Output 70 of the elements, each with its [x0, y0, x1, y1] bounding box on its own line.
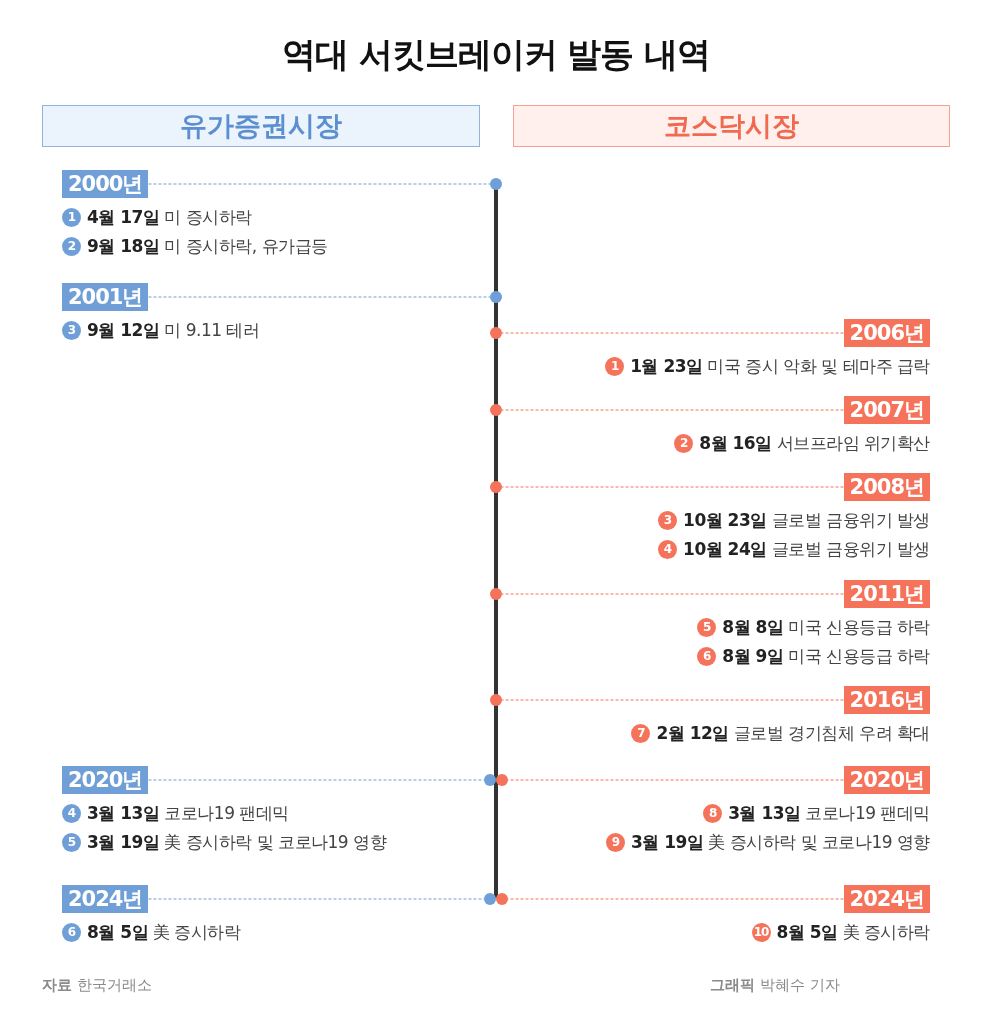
number-badge: 6: [62, 923, 81, 942]
number-badge: 3: [658, 511, 678, 530]
leader-line: [147, 183, 491, 185]
timeline-dot: [484, 774, 496, 786]
timeline-dot: [490, 178, 502, 190]
event-text: 8월 8일 미국 신용등급 하락: [722, 616, 930, 639]
year-tag: 2006년: [843, 319, 930, 347]
timeline-dot: [496, 774, 508, 786]
year-tag: 2024년: [843, 885, 930, 913]
number-badge: 6: [697, 647, 717, 666]
leader-line: [501, 332, 845, 334]
leader-line: [501, 699, 845, 701]
number-badge: 4: [658, 540, 678, 559]
timeline-dot: [490, 291, 502, 303]
leader-line: [147, 779, 485, 781]
number-badge: 3: [62, 321, 81, 340]
leader-line: [147, 296, 491, 298]
source-note: 자료 한국거래소: [42, 976, 152, 995]
number-badge: 1: [62, 208, 81, 227]
number-badge: 2: [62, 237, 81, 256]
leader-line: [501, 409, 845, 411]
year-tag: 2020년: [62, 766, 149, 794]
event-text: 3월 13일 코로나19 팬데믹: [87, 802, 289, 825]
year-tag: 2000년: [62, 170, 149, 198]
leader-line: [501, 486, 845, 488]
credit-note: 그래픽 박혜수 기자: [710, 976, 840, 995]
leader-line: [507, 898, 845, 900]
leader-line: [147, 898, 485, 900]
section-header: 유가증권시장: [42, 105, 480, 147]
timeline-dot: [496, 893, 508, 905]
event-text: 1월 23일 미국 증시 악화 및 테마주 급락: [630, 355, 930, 378]
year-tag: 2020년: [843, 766, 930, 794]
number-badge: 5: [697, 618, 717, 637]
section-header: 코스닥시장: [513, 105, 950, 147]
event-text: 8월 16일 서브프라임 위기확산: [699, 432, 930, 455]
timeline-dot: [490, 694, 502, 706]
leader-line: [507, 779, 845, 781]
year-tag: 2008년: [843, 473, 930, 501]
event-text: 10월 23일 글로벌 금융위기 발생: [683, 509, 930, 532]
timeline-dot: [490, 481, 502, 493]
event-text: 8월 5일 美 증시하락: [776, 921, 930, 944]
event-text: 9월 12일 미 9.11 테러: [87, 319, 260, 342]
title: 역대 서킷브레이커 발동 내역: [280, 33, 712, 76]
timeline-dot: [490, 327, 502, 339]
number-badge: 7: [631, 724, 651, 743]
leader-line: [501, 593, 845, 595]
number-badge: 2: [674, 434, 694, 453]
event-text: 3월 13일 코로나19 팬데믹: [728, 802, 930, 825]
event-text: 8월 5일 美 증시하락: [87, 921, 241, 944]
timeline-dot: [490, 588, 502, 600]
timeline-dot: [490, 404, 502, 416]
year-tag: 2016년: [843, 686, 930, 714]
year-tag: 2024년: [62, 885, 149, 913]
event-text: 10월 24일 글로벌 금융위기 발생: [683, 538, 930, 561]
number-badge: 9: [605, 833, 625, 852]
event-text: 2월 12일 글로벌 경기침체 우려 확대: [656, 722, 930, 745]
number-badge: 4: [62, 804, 81, 823]
event-text: 4월 17일 미 증시하락: [87, 206, 252, 229]
event-text: 3월 19일 美 증시하락 및 코로나19 영향: [87, 831, 387, 854]
number-badge: 10: [751, 923, 771, 942]
number-badge: 5: [62, 833, 81, 852]
event-text: 8월 9일 미국 신용등급 하락: [722, 645, 930, 668]
event-text: 3월 19일 美 증시하락 및 코로나19 영향: [630, 831, 930, 854]
timeline-dot: [484, 893, 496, 905]
number-badge: 1: [605, 357, 625, 376]
year-tag: 2001년: [62, 283, 149, 311]
year-tag: 2007년: [843, 396, 930, 424]
number-badge: 8: [703, 804, 723, 823]
event-text: 9월 18일 미 증시하락, 유가급등: [87, 235, 328, 258]
year-tag: 2011년: [843, 580, 930, 608]
